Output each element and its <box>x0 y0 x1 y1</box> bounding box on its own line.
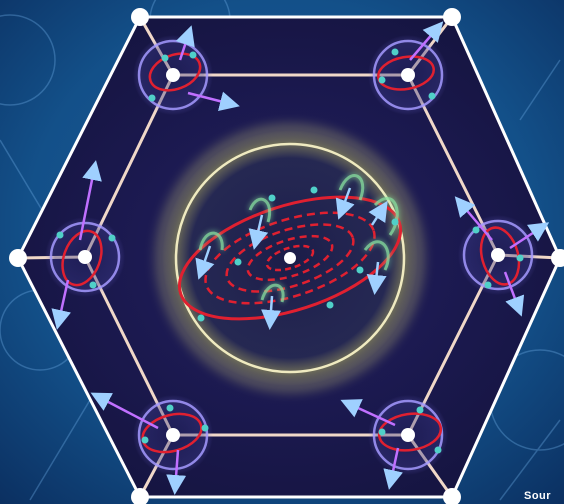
image-credit: Sour <box>524 490 564 502</box>
central-atom <box>284 252 296 264</box>
